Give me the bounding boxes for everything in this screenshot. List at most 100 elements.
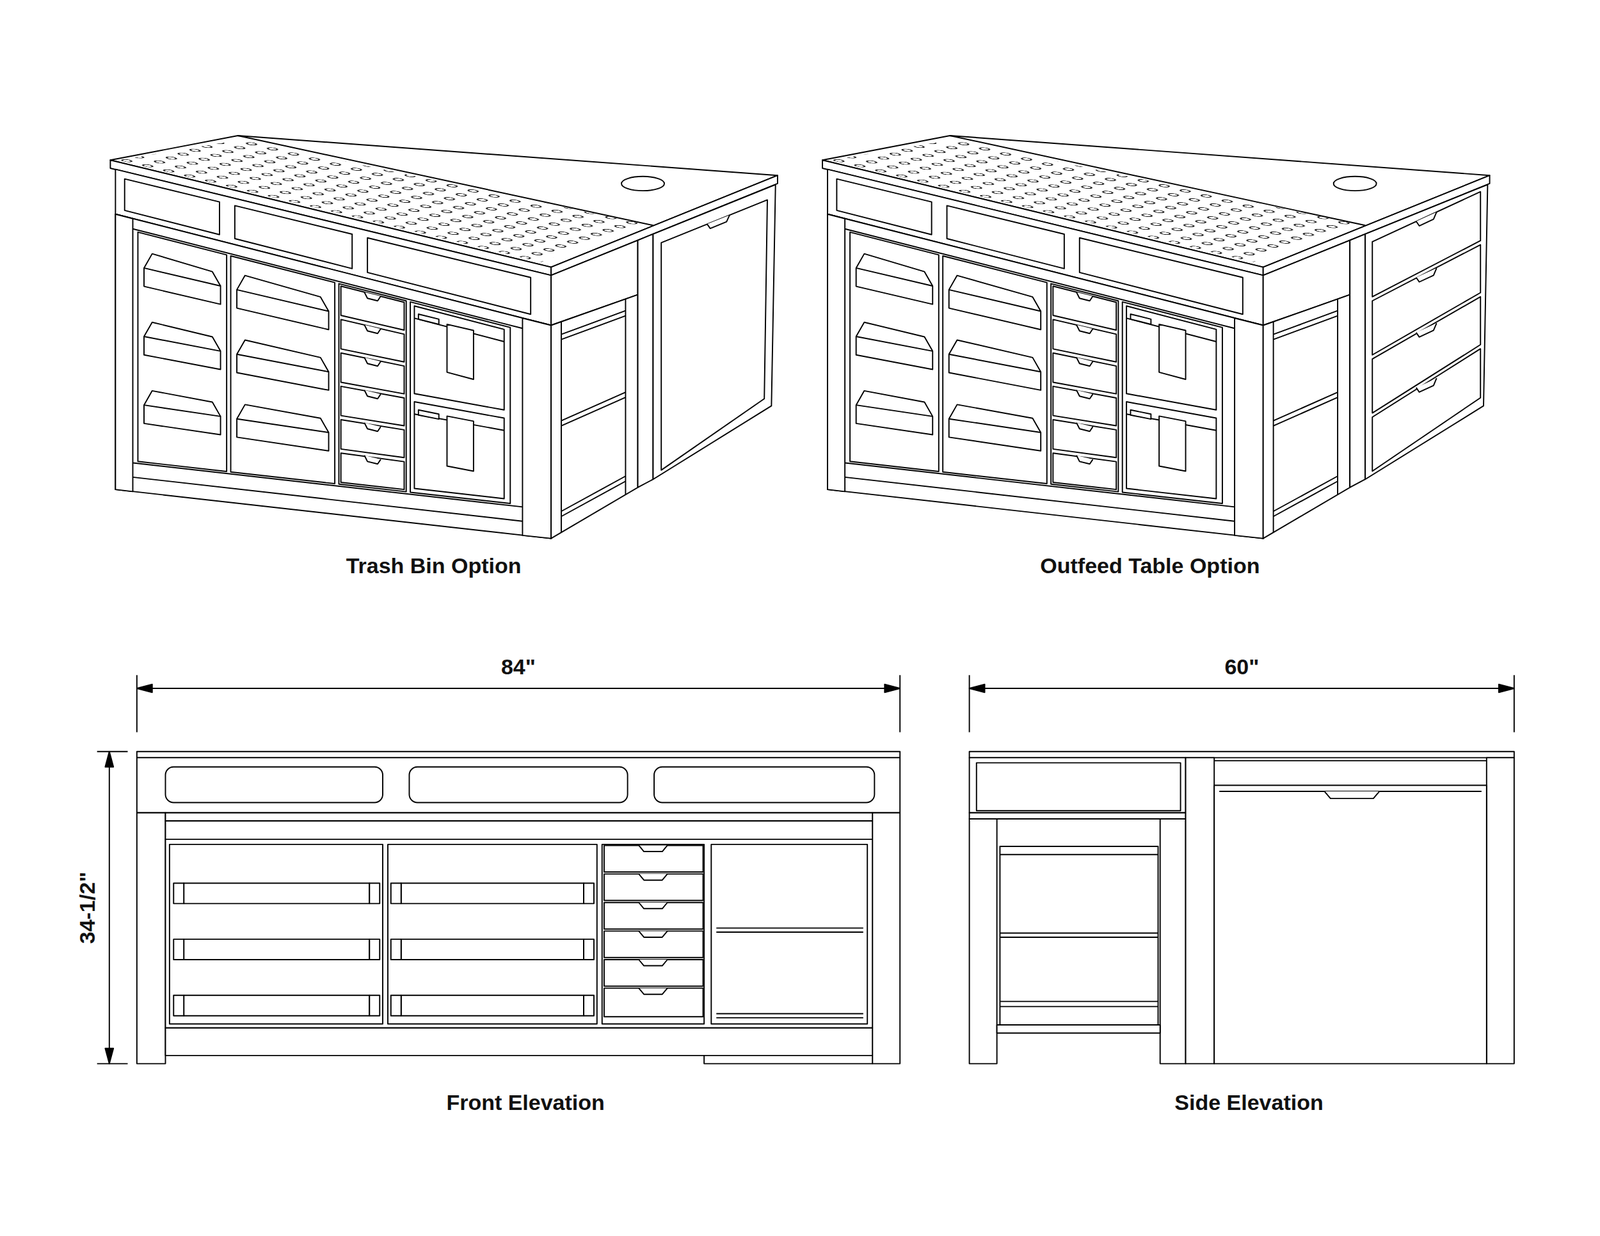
front-elevation-part (604, 988, 704, 1018)
side-elevation-part (969, 819, 998, 1065)
front-elevation-part (711, 844, 868, 1025)
front-elevation-part (638, 988, 668, 996)
outfeed-cabinet-part (1372, 348, 1481, 472)
dimension-lines-part (136, 688, 900, 690)
side-elevation-part (1185, 757, 1215, 1064)
front-elevation-part (136, 812, 166, 1064)
front-elevation-part (716, 1017, 864, 1019)
front-elevation-part (165, 1028, 873, 1056)
bench-isometric-part (561, 397, 626, 427)
outfeed-cabinet-part (1365, 184, 1488, 480)
bench-isometric-part (364, 390, 381, 400)
front-elevation-part (401, 995, 584, 1017)
workbench-drawing-part (97, 135, 1515, 1065)
bench-isometric-part (364, 423, 381, 432)
bench-isometric-part (115, 214, 552, 539)
view-caption: Front Elevation (444, 1091, 607, 1115)
front-elevation-part (604, 903, 704, 930)
front-elevation-part (716, 1013, 864, 1016)
dimension-lines-part (136, 684, 153, 694)
bench-isometric-part (338, 283, 406, 492)
front-elevation-part (704, 1056, 873, 1065)
front-elevation-part (604, 931, 704, 958)
dimension-lines-part (1498, 684, 1515, 694)
side-elevation (969, 752, 1515, 1065)
bench-isometric-part (560, 321, 562, 533)
dimension-lines-part (136, 675, 138, 733)
side-elevation-part (1214, 760, 1487, 762)
side-elevation-part (999, 933, 1158, 935)
bench-isometric-part (144, 336, 221, 370)
side-elevation-part (999, 1000, 1158, 1003)
trash-cabinet-part (707, 215, 730, 229)
front-elevation-part (183, 883, 370, 904)
bench-isometric-part (231, 256, 336, 484)
trash-cabinet (652, 184, 776, 480)
front-elevation-part (369, 883, 380, 904)
front-elevation-part (638, 931, 668, 938)
front-elevation-part (604, 874, 704, 901)
dimension-label: 34-1/2" (75, 870, 100, 947)
front-elevation-part (136, 757, 900, 813)
dimension-lines-part (97, 1063, 128, 1065)
side-elevation-part (999, 854, 1158, 856)
front-elevation-part (369, 939, 380, 960)
dimension-lines (97, 675, 1515, 1064)
outfeed-cabinet-part (1416, 211, 1437, 226)
bench-isometric-part (341, 386, 405, 427)
bench-isometric-part (561, 481, 626, 517)
side-elevation-part (997, 1025, 1161, 1034)
side-elevation-part (1160, 819, 1186, 1065)
bench-isometric-part (364, 325, 381, 335)
bench-isometric-part (414, 401, 504, 499)
side-elevation-part (969, 757, 1186, 813)
front-elevation-part (638, 874, 668, 881)
front-elevation-part (716, 928, 864, 930)
dimension-lines-part (899, 675, 901, 733)
bench-isometric-part (236, 354, 329, 391)
bench-isometric-part (236, 419, 329, 452)
bench-isometric-part (364, 455, 381, 465)
bench-isometric-part (144, 268, 221, 305)
front-elevation-part (391, 939, 402, 960)
dimension-lines-part (968, 675, 971, 733)
side-elevation-part (999, 936, 1158, 939)
bench-isometric-part (414, 305, 504, 411)
bench-isometric-part (522, 318, 552, 539)
view-caption: Trash Bin Option (344, 554, 524, 578)
bench-isometric-part (236, 289, 329, 330)
outfeed-cabinet-part (1416, 268, 1437, 283)
front-elevation-part (369, 995, 380, 1017)
front-elevation-part (387, 844, 598, 1025)
front-elevation-part (408, 767, 628, 804)
view-caption: Side Elevation (1172, 1091, 1325, 1115)
front-elevation-part (165, 812, 873, 822)
front-elevation (136, 752, 900, 1065)
bench-isometric-part (551, 295, 638, 539)
front-elevation-part (136, 752, 900, 759)
bench-isometric-part (561, 476, 626, 512)
front-elevation-part (401, 883, 584, 904)
front-elevation-part (872, 812, 900, 1064)
dimension-lines-part (884, 684, 900, 694)
front-elevation-part (604, 960, 704, 987)
front-elevation-part (654, 767, 875, 804)
outfeed-cabinet (1365, 184, 1488, 480)
dimension-label: 84" (499, 655, 538, 680)
front-elevation-part (391, 883, 402, 904)
view-caption: Outfeed Table Option (1038, 554, 1262, 578)
bench-isometric (822, 135, 1490, 539)
bench-isometric-part (638, 234, 654, 488)
front-elevation-part (165, 839, 873, 1029)
bench-isometric-part (446, 416, 473, 472)
bench-isometric-part (137, 232, 227, 472)
bench-isometric-part (418, 314, 440, 325)
bench-isometric-part (115, 214, 133, 493)
outfeed-cabinet-part (1416, 378, 1437, 393)
front-elevation-part (165, 821, 873, 840)
side-elevation-part (969, 752, 1515, 759)
front-elevation-part (583, 995, 594, 1017)
bench-isometric (110, 135, 778, 539)
front-elevation-part (583, 939, 594, 960)
bench-isometric-part (561, 311, 626, 335)
